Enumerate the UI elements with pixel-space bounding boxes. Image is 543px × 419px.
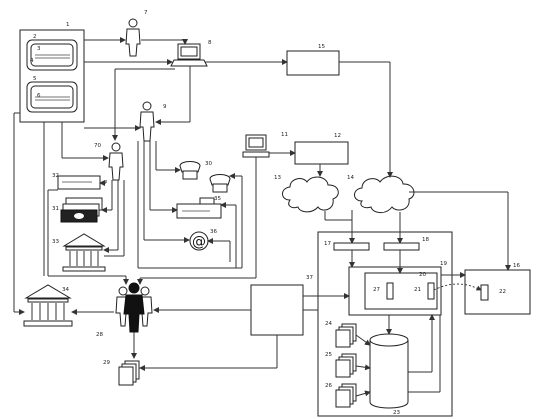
ref-1: 1 [66, 22, 70, 28]
server-system-box [317, 231, 453, 417]
ref-21-inner: 21 [414, 287, 421, 293]
ref-13: 13 [274, 175, 281, 181]
computer-terminal-icon [242, 134, 270, 158]
ref-6: 6 [37, 93, 41, 99]
box-10-with-terminal [464, 269, 531, 315]
ref-70: 70 [94, 143, 101, 149]
ref-33: 33 [52, 239, 59, 245]
ref-2: 2 [33, 34, 37, 40]
person-figure-top [125, 18, 141, 57]
ref-4: 4 [30, 58, 34, 64]
laptop-icon-top [170, 43, 208, 67]
reference-numerals: 1 2 3 4 5 6 7 8 15 9 70 11 12 13 14 30 3… [30, 10, 520, 416]
people-group-figure [115, 282, 153, 333]
email-at-glyph: @ [192, 234, 206, 250]
ref-30: 30 [205, 161, 212, 167]
ref-32: 32 [52, 173, 59, 179]
ref-5: 5 [33, 76, 37, 82]
ref-9: 9 [163, 104, 167, 110]
network-cloud-left [282, 176, 339, 213]
ref-24: 24 [325, 321, 332, 327]
ref-37: 37 [306, 275, 313, 281]
ref-16: 16 [513, 263, 520, 269]
connection-lines [13, 37, 511, 397]
person-figure-left [108, 142, 124, 181]
ref-29: 29 [103, 360, 110, 366]
document-stack-29 [118, 360, 140, 386]
ref-3: 3 [37, 46, 41, 52]
ref-27: 27 [373, 287, 380, 293]
card-group-box [19, 29, 85, 123]
ref-19: 19 [440, 261, 447, 267]
ref-28: 28 [96, 332, 103, 338]
network-cloud-right [354, 175, 415, 214]
ref-25: 25 [325, 352, 332, 358]
box-12 [294, 141, 349, 165]
cash-stack-icon [60, 197, 103, 223]
ref-11: 11 [281, 132, 288, 138]
ref-14: 14 [347, 175, 354, 181]
ref-31: 31 [52, 206, 59, 212]
ref-22: 22 [499, 289, 506, 295]
ref-15: 15 [318, 44, 325, 50]
ref-35: 35 [214, 196, 221, 202]
ref-23: 23 [393, 410, 400, 416]
box-15 [286, 50, 340, 76]
ref-36: 36 [210, 229, 217, 235]
ref-8: 8 [208, 40, 212, 46]
bank-building-icon-small [62, 233, 106, 272]
person-figure-middle [139, 101, 155, 142]
box-27 [250, 284, 304, 336]
telephone-icons [179, 161, 231, 193]
ref-34: 34 [62, 287, 69, 293]
email-at-symbol: @ [189, 231, 209, 251]
ref-7: 7 [144, 10, 148, 16]
ref-20: 20 [419, 272, 426, 278]
bank-building-icon-large [23, 284, 73, 327]
ref-12: 12 [334, 133, 341, 139]
card-reader-icon-32 [57, 175, 101, 190]
ref-18: 18 [422, 237, 429, 243]
ref-26: 26 [325, 383, 332, 389]
ref-17: 17 [324, 241, 331, 247]
